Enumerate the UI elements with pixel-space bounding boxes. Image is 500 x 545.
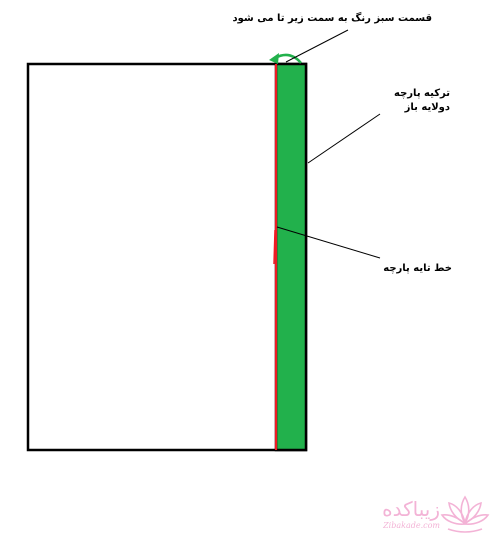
leader-fold-line [276,226,381,259]
top-note-label: قسمت سبز رنگ به سمت زیر تا می شود [232,13,432,24]
watermark-text: زیباکده [382,497,440,521]
fold-line-jog [273,229,276,265]
extension-label-line2: دولایه باز [404,102,450,113]
extension-label: ترکیه پارچه دولایه باز [394,87,450,115]
lotus-logo-icon [440,495,490,533]
extension-strip [274,62,308,452]
fold-arrow-head [269,53,279,64]
fabric-panel [26,62,308,452]
extension-label-line1: ترکیه پارچه [394,88,450,99]
leader-extension [307,113,381,164]
watermark-subtext: Zibakade.com [383,521,440,530]
fold-line-label: خط تایه پارچه [383,263,452,274]
watermark: زیباکده Zibakade.com [342,493,492,539]
leader-top-note [285,29,349,63]
